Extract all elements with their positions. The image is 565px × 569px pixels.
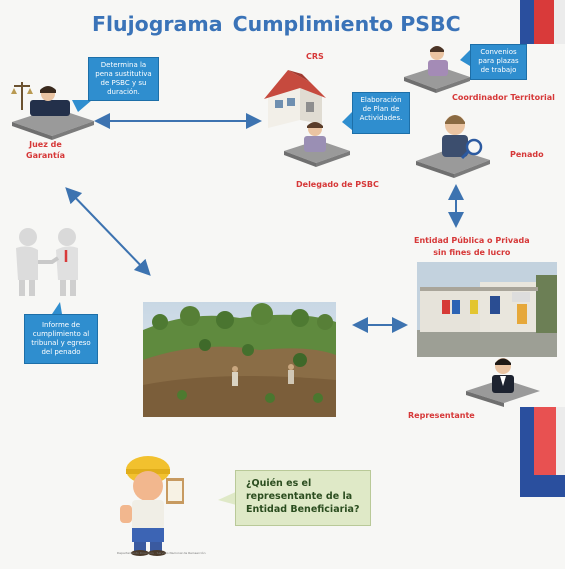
flag-top-decoration <box>520 0 565 44</box>
bubble-juez: Determina la pena sustitutiva de PSBC y … <box>88 57 159 101</box>
delegado-figure <box>304 122 326 152</box>
flag-bottom-decoration <box>520 407 565 497</box>
title-part-1: Flujograma <box>92 12 223 36</box>
label-delegado: Delegado de PSBC <box>296 180 379 189</box>
representante-figure <box>492 358 514 393</box>
bubble-coordinador: Convenios para plazas de trabajo <box>470 44 527 80</box>
label-representante: Representante <box>408 411 475 420</box>
house-icon <box>264 70 326 128</box>
question-box: ¿Quién es el representante de la Entidad… <box>235 470 371 526</box>
bubble-informe: Informe de cumplimiento al tribunal y eg… <box>24 314 98 364</box>
bubble-delegado: Elaboración de Plan de Actividades. <box>352 92 410 134</box>
platform-coordinador <box>404 66 470 93</box>
diagram-title: Flujograma Cumplimiento PSBC <box>92 12 471 36</box>
building-image <box>417 262 557 357</box>
label-penado: Penado <box>510 150 544 159</box>
label-entidad: Entidad Pública o Privada sin fines de l… <box>414 236 530 257</box>
label-juez: Juez de Garantía <box>26 140 65 160</box>
field-scene-image <box>143 302 336 417</box>
footnote: Departamento Dirección · Servicio Nacion… <box>117 551 206 555</box>
worker-figure <box>120 456 184 556</box>
handshake-figures <box>16 228 78 296</box>
title-part-2: Cumplimiento PSBC <box>232 12 461 36</box>
platform-juez <box>12 108 94 140</box>
judge-figure <box>11 82 70 116</box>
penado-figure <box>442 115 483 160</box>
arrow-juez-campo <box>65 187 151 276</box>
label-coordinador: Coordinador Territorial <box>452 93 555 102</box>
label-crs: CRS <box>306 52 324 61</box>
coordinador-figure <box>428 46 448 76</box>
